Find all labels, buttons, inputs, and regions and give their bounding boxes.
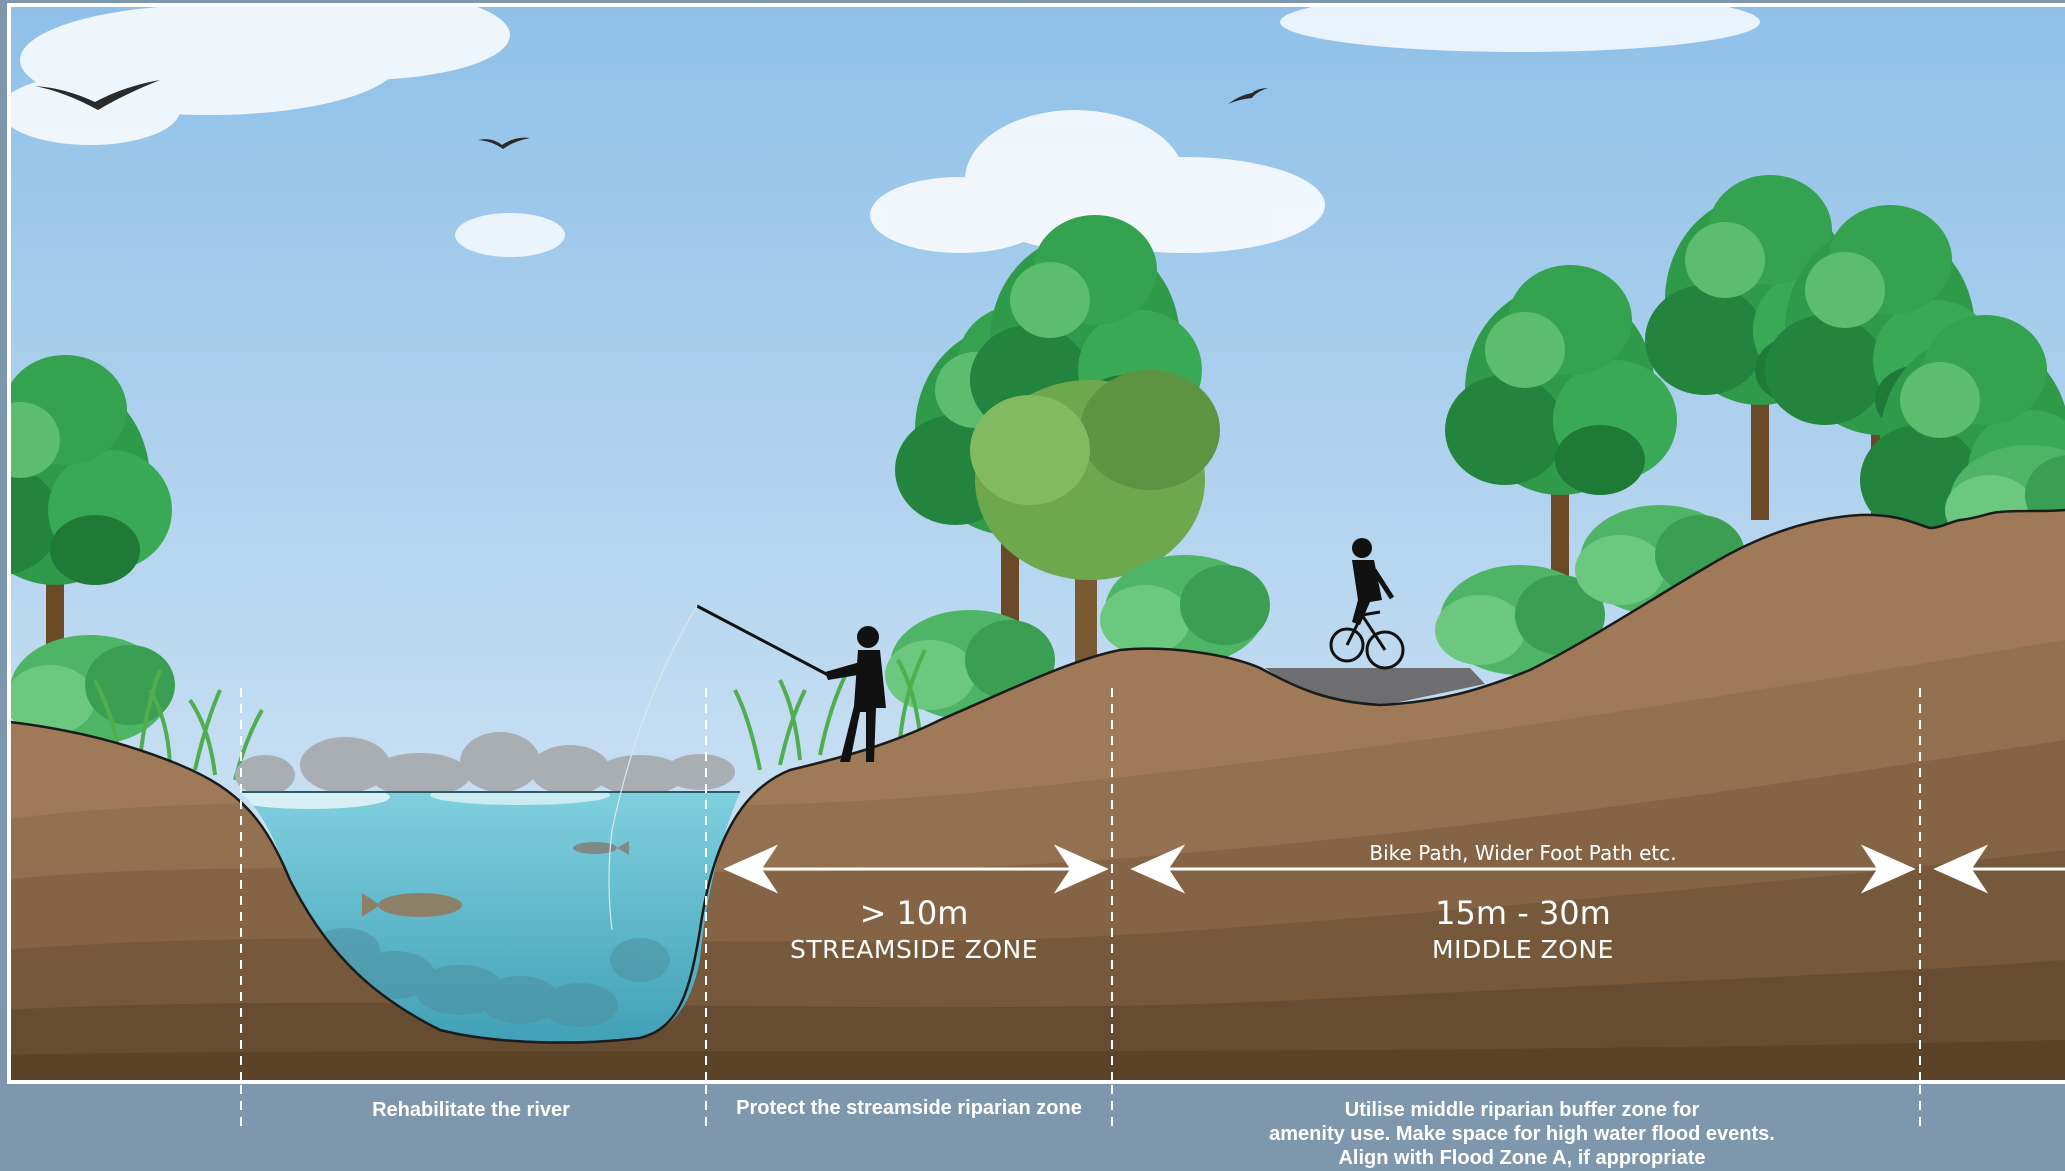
outer-zone-arrow (1933, 844, 2065, 894)
streamside-zone-name: STREAMSIDE ZONE (790, 935, 1038, 964)
streamside-zone-width: > 10m (860, 894, 969, 932)
cloud-icon (455, 213, 565, 257)
rock-icon (235, 732, 735, 797)
cyclist-icon (1329, 538, 1405, 670)
middle-zone-note: Bike Path, Wider Foot Path etc. (1369, 841, 1676, 865)
zone-dividers (240, 688, 1921, 1082)
diagram-border (7, 3, 2065, 1084)
caption-streamside: Protect the streamside riparian zone (736, 1097, 1082, 1119)
bird-icon (478, 137, 530, 149)
middle-zone-name: MIDDLE ZONE (1432, 935, 1614, 964)
ground-outline (10, 508, 2065, 1044)
caption-middle-line3: Align with Flood Zone A, if appropriate (1338, 1147, 1705, 1169)
caption-middle-line2: amenity use. Make space for high water f… (1269, 1123, 1775, 1145)
cloud-icon (10, 6, 510, 145)
streamside-zone-arrow (723, 844, 1109, 894)
middle-zone-width: 15m - 30m (1435, 894, 1611, 932)
middle-zone-arrow (1130, 844, 1916, 894)
fish-icon (362, 893, 462, 917)
fisherman-icon (608, 604, 886, 931)
caption-band (0, 1085, 2065, 1171)
tree-icon (970, 370, 1220, 680)
caption-river: Rehabilitate the river (372, 1099, 570, 1121)
bird-icon (35, 80, 160, 110)
caption-dividers (240, 1085, 1921, 1130)
bird-icon (1228, 88, 1268, 104)
caption-middle-line1: Utilise middle riparian buffer zone for (1345, 1099, 1700, 1121)
fish-icon (573, 841, 629, 855)
cloud-icon (1280, 6, 1760, 52)
